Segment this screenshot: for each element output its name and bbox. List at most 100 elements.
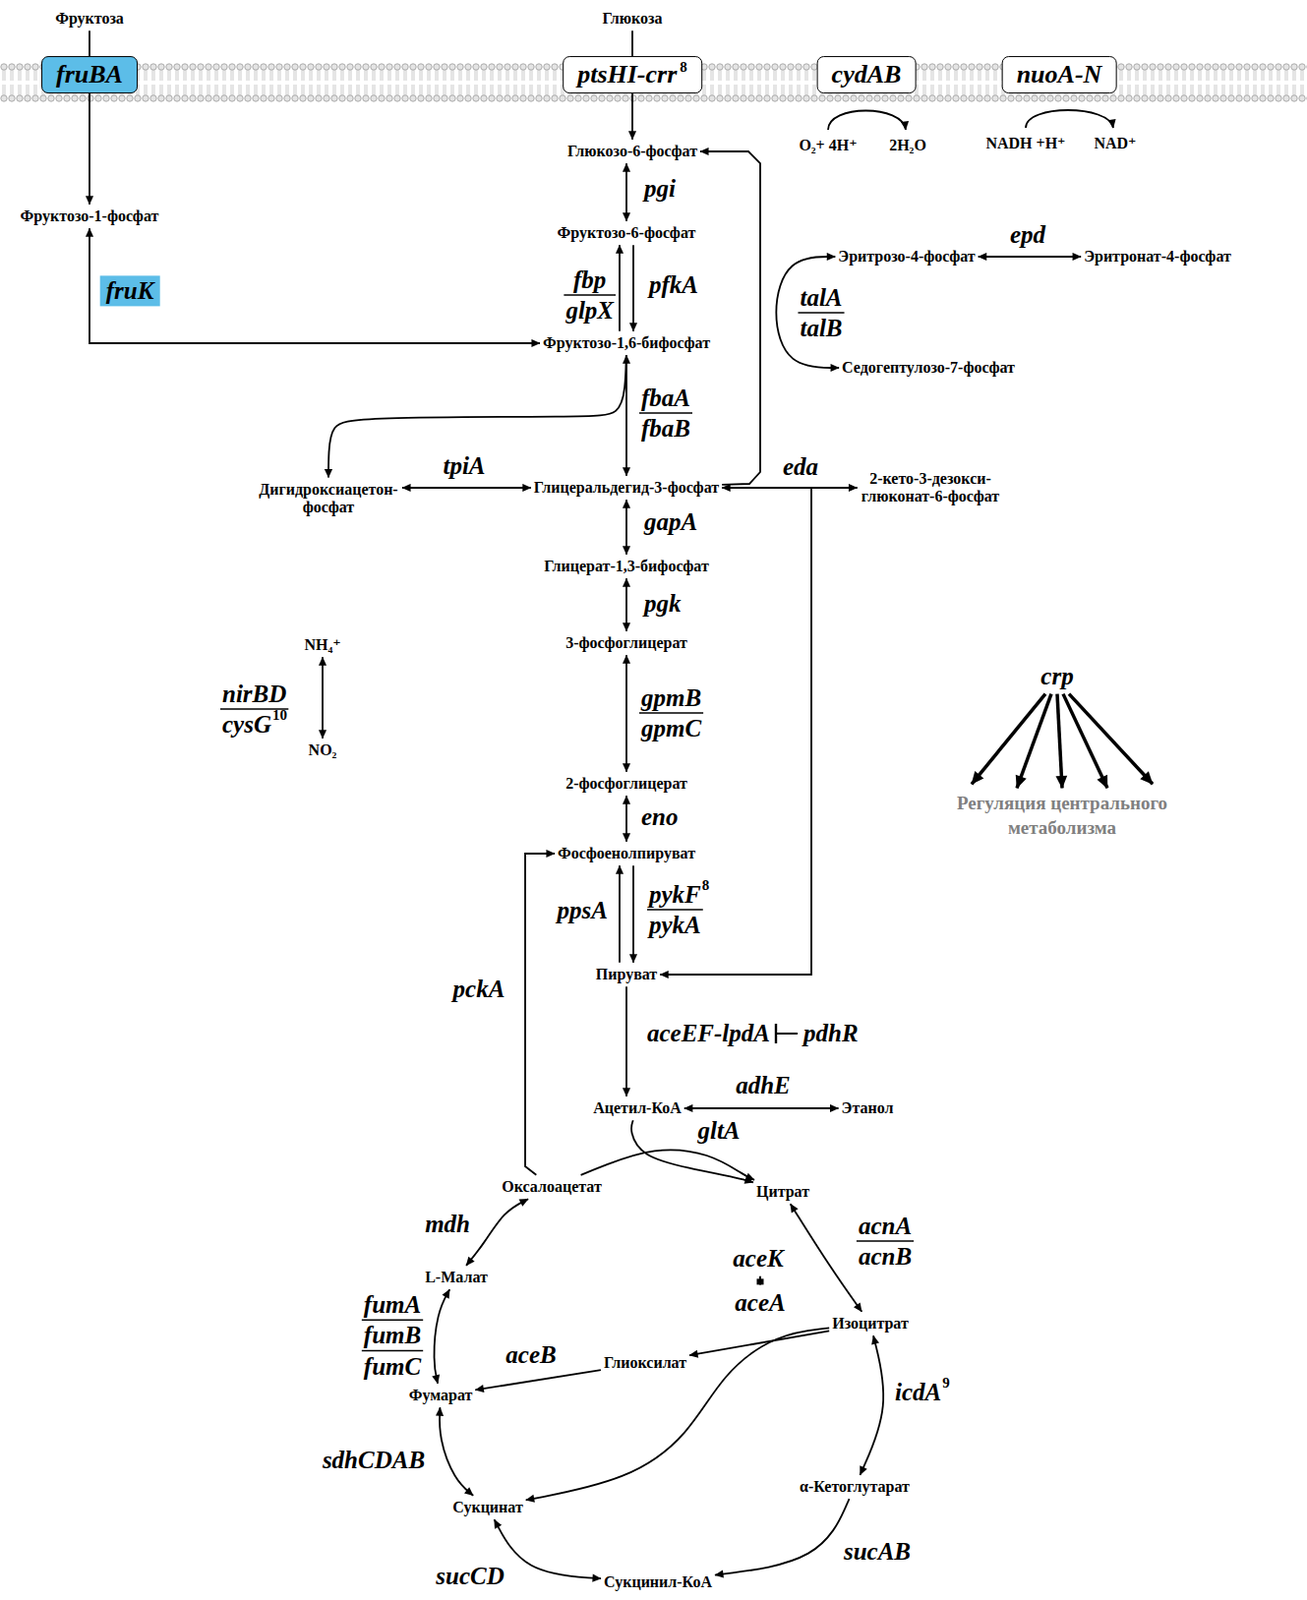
connector	[860, 1335, 885, 1476]
node-label: Оксалоацетат	[501, 1178, 602, 1195]
metabolite-node: 3-фосфоглицерат	[565, 634, 688, 653]
metabolite-node: Фруктоза	[55, 9, 124, 28]
connector	[625, 986, 628, 1097]
metabolite-node: Эритрозо-4-фосфат	[837, 247, 975, 266]
metabolite-node: Цитрат	[756, 1183, 810, 1201]
inhibition-bar	[774, 1023, 777, 1044]
gene-label: sucCD	[435, 1560, 504, 1592]
metabolite-node: Дигидроксиацетон- фосфат	[257, 480, 400, 518]
regulation-arrow	[1016, 694, 1052, 789]
chemical-label: O₂+ 4H⁺	[798, 136, 857, 155]
gene-label: pykF pykA	[649, 879, 702, 942]
metabolite-node: NO₂	[308, 741, 338, 760]
connector	[625, 499, 628, 555]
connector	[625, 654, 628, 773]
metabolite-node: Фосфоенолпируват	[557, 844, 696, 863]
node-label: fruBA	[56, 59, 123, 89]
connector	[439, 1407, 474, 1496]
footnote-number: 9	[942, 1375, 951, 1391]
node-label: Глицеральдегид-3-фосфат	[534, 478, 719, 496]
metabolite-node: Фруктозо-1-фосфат	[20, 207, 160, 226]
fraction-divider	[647, 908, 704, 911]
gene-label: fumA fumB fumC	[363, 1289, 421, 1382]
footnote-number: 8	[679, 59, 688, 75]
metabolite-node: 2-фосфоглицерат	[565, 774, 688, 793]
footnote-number: 8	[702, 878, 711, 893]
transporter-box: fruBA	[41, 56, 138, 94]
metabolite-node: Седогептулозо-7-фосфат	[841, 358, 1015, 377]
connector	[89, 228, 540, 344]
node-label: NH₄⁺	[303, 636, 341, 654]
node-label: 2-кето-3-дезокси- глюконат-6-фосфат	[861, 470, 1000, 505]
connector	[689, 1330, 830, 1356]
fraction-divider	[797, 311, 844, 314]
node-label: Дигидроксиацетон- фосфат	[258, 480, 398, 516]
connector	[581, 1149, 755, 1180]
gene-label: adhE	[735, 1069, 791, 1101]
regulation-arrow	[1057, 694, 1063, 789]
metabolite-node: NH₄⁺	[303, 636, 341, 654]
metabolite-node: Этанол	[841, 1099, 894, 1118]
gene-label: pckA	[453, 973, 506, 1005]
fraction-divider	[639, 412, 693, 415]
connector	[466, 1198, 529, 1266]
node-label: α-Кетоглутарат	[799, 1478, 910, 1495]
gene-label: pfkA	[649, 269, 699, 300]
node-label: Глицерат-1,3-бифосфат	[543, 557, 710, 575]
connector	[625, 795, 628, 842]
gene-label: icdA	[894, 1376, 942, 1408]
connector	[402, 486, 532, 489]
gene-label: fruK	[100, 275, 161, 306]
node-label: Сукцинат	[452, 1498, 523, 1516]
transporter-box: nuoA-N	[1002, 56, 1118, 94]
node-label: Фосфоенолпируват	[557, 844, 696, 862]
regulation-arrow	[1063, 694, 1108, 789]
node-label: cydAB	[831, 59, 902, 89]
connector	[700, 151, 761, 485]
metabolite-node: Глюкоза	[601, 9, 662, 28]
node-label: L-Малат	[424, 1268, 488, 1286]
node-label: Седогептулозо-7-фосфат	[841, 358, 1015, 376]
connector	[625, 578, 628, 632]
gene-label: aceK	[732, 1243, 783, 1274]
inhibition-line	[775, 1032, 798, 1035]
connector	[526, 1327, 830, 1500]
metabolite-node: Сукцинат	[452, 1498, 523, 1517]
metabolite-node: Фумарат	[409, 1386, 474, 1405]
reaction-arc	[1025, 110, 1114, 128]
metabolite-node: Фруктозо-1,6-бифосфат	[542, 334, 711, 353]
node-label: Ацетил-КоА	[593, 1099, 682, 1117]
gene-label: pgi	[644, 173, 676, 204]
gene-label: acnA acnB	[858, 1210, 912, 1273]
gene-label: sucAB	[843, 1536, 911, 1567]
node-label: NO₂	[308, 741, 338, 759]
node-label: Этанол	[841, 1099, 894, 1117]
gene-label: epd	[1009, 219, 1046, 250]
metabolite-node: 2-кето-3-дезокси- глюконат-6-фосфат	[860, 470, 1002, 507]
gene-label: eda	[782, 451, 819, 482]
gene-label: aceA	[734, 1287, 785, 1318]
chemical-label: 2H₂O	[889, 136, 927, 155]
node-label: Глюкоза	[601, 9, 662, 27]
gene-label: mdh	[424, 1208, 471, 1240]
metabolite-node: Ацетил-КоА	[593, 1099, 682, 1118]
fraction-divider	[361, 1350, 423, 1353]
gene-label: fbp glpX	[565, 264, 614, 327]
connector	[632, 865, 635, 963]
gene-label: aceEF-lpdA	[647, 1017, 771, 1049]
fraction-divider	[639, 712, 704, 714]
gene-label: sdhCDAB	[322, 1444, 425, 1476]
node-label: Глюкозо-6-фосфат	[567, 142, 698, 160]
connector	[88, 93, 91, 205]
connector	[631, 93, 634, 140]
connector	[684, 1107, 839, 1110]
connector	[475, 1369, 601, 1390]
fraction-divider	[563, 294, 616, 297]
metabolite-node: Глиоксилат	[603, 1354, 687, 1372]
node-label: nuoA-N	[1016, 59, 1103, 89]
chemical-label: NADH +H⁺	[985, 134, 1066, 153]
connector	[978, 255, 1081, 258]
node-label: Эритронат-4-фосфат	[1083, 247, 1232, 265]
connector	[618, 865, 621, 963]
chemical-label: NAD⁺	[1093, 134, 1136, 153]
